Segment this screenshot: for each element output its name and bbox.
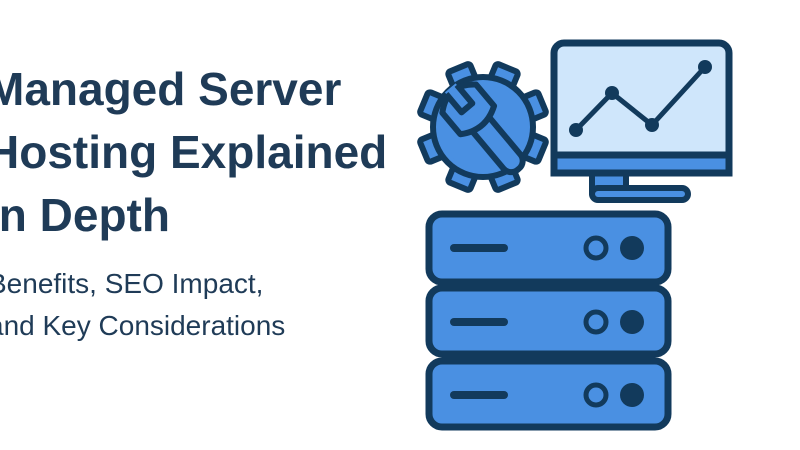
banner-subtitle: Benefits, SEO Impact, and Key Considerat… [0,263,285,347]
monitor-chart-icon [550,39,733,203]
server-unit-1 [425,210,672,286]
title-line-2: Hosting Explained [0,126,388,178]
server-stack-icon [425,210,672,431]
subtitle-line-1: Benefits, SEO Impact, [0,268,264,299]
title-line-1: Managed Server [0,63,342,115]
gear-wrench-icon [417,61,549,193]
server-unit-3 [425,357,672,431]
title-line-3: in Depth [0,189,170,241]
banner-title: Managed Server Hosting Explained in Dept… [0,58,387,247]
subtitle-line-2: and Key Considerations [0,310,286,341]
server-unit-2 [425,284,672,358]
